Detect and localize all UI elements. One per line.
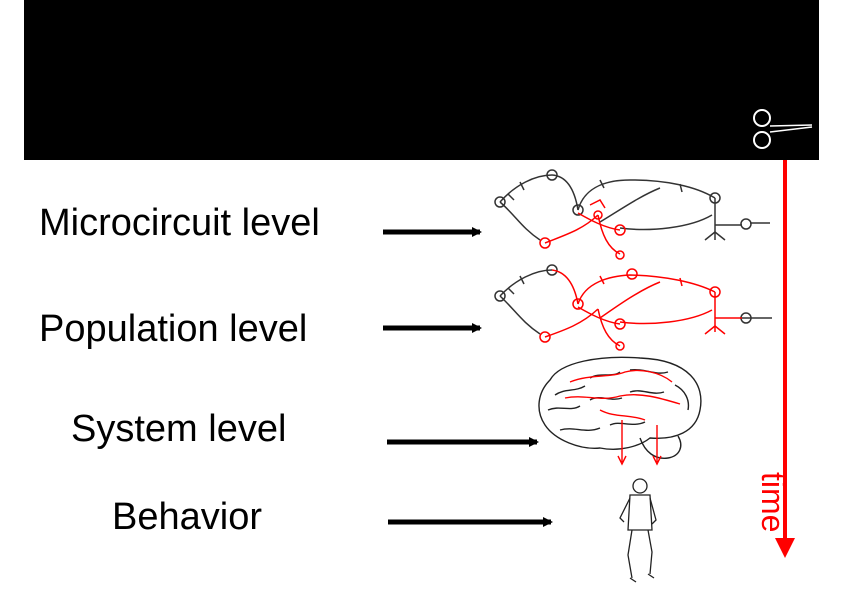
electrode-icon	[753, 109, 813, 149]
time-axis-arrow	[775, 160, 795, 558]
brain-icon	[538, 356, 702, 466]
label-behavior: Behavior	[112, 496, 262, 538]
population-network-icon	[494, 264, 772, 351]
title-band	[24, 0, 819, 160]
running-person-icon	[619, 478, 657, 583]
label-microcircuit-level: Microcircuit level	[39, 202, 320, 244]
label-system-level: System level	[71, 408, 287, 450]
label-population-level: Population level	[39, 308, 308, 350]
microcircuit-network-icon	[494, 169, 770, 260]
